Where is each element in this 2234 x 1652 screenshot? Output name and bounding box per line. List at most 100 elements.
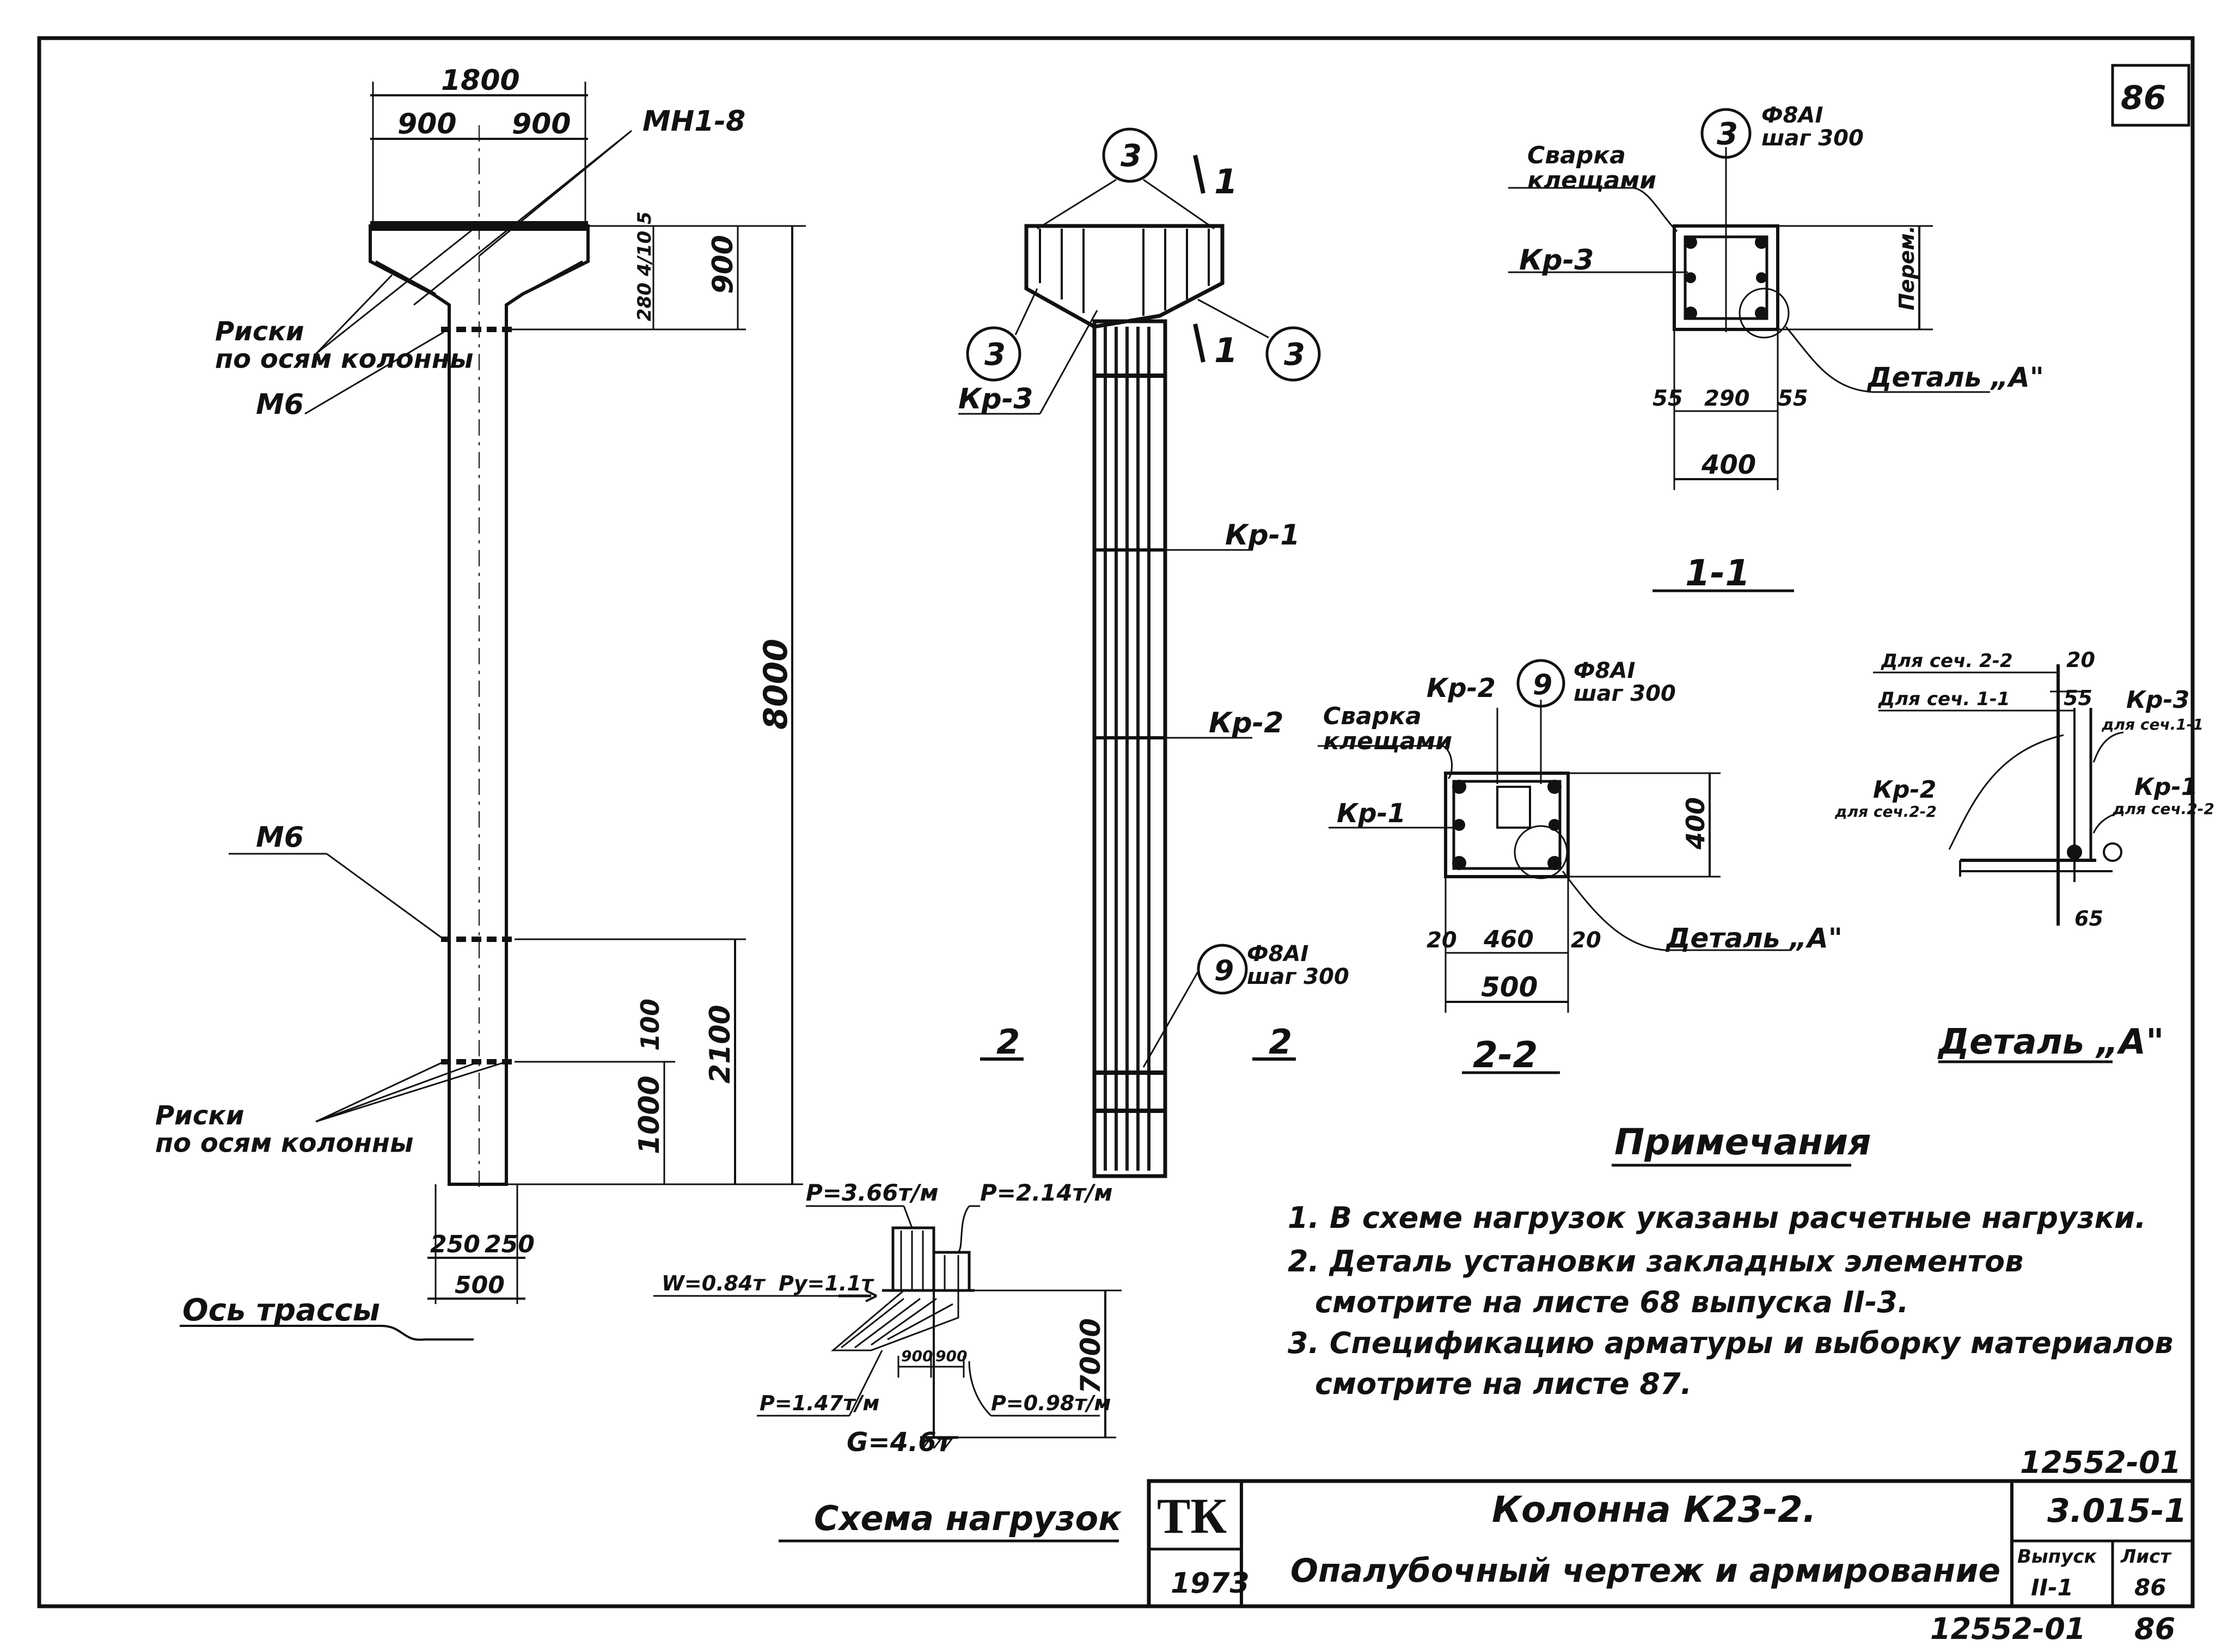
s11-callout-text: 3 [1717,117,1738,152]
dim-lower-c: 1000 [633,1075,666,1154]
s11-dim-mid: 290 [1704,386,1750,411]
s11-cage-label: Кр-3 [1519,244,1594,277]
detail-a-kp2-sub: для сеч.2-2 [1834,803,1937,821]
sheet-value: 86 [2134,1574,2166,1601]
s22-dim-total: 500 [1481,971,1538,1003]
load-scheme [653,1205,1122,1543]
title-line-2: Опалубочный чертеж и армирование [1290,1552,2000,1590]
rebar-callout-right: 3 [1265,326,1321,382]
cage-kp2-label: Кр-2 [1209,707,1284,739]
notes-line-2: 2. Деталь установки закладных элементов [1288,1244,2023,1278]
issue-value: II-1 [2031,1574,2073,1601]
s11-detail-ref: Деталь „А" [1866,362,2044,393]
s22-detail-ref: Деталь „А" [1665,922,1843,954]
detail-a-title: Деталь „А" [1937,1022,2164,1062]
detail-a-dim-mid: 55 [2064,686,2092,710]
text-line: Сварка [1527,142,1626,169]
dim-head-height: 900 [707,235,739,294]
section-mark-right: 2 [1269,1022,1292,1062]
notes-line-4: 3. Спецификацию арматуры и выборку матер… [1288,1326,2173,1360]
dim-base-width: 500 [455,1271,505,1299]
dim-lower-b: 2100 [704,1005,737,1084]
dim-base-left: 250 [430,1231,480,1258]
dim-lower-a: 100 [635,999,665,1051]
notes-heading: Примечания [1614,1121,1871,1163]
text-line: шаг 300 [1247,964,1349,989]
section-2-2 [1318,700,1791,1074]
s22-callout-text: 9 [1533,669,1552,701]
notes-line-3: смотрите на листе 68 выпуска II-3. [1315,1285,1908,1319]
rebar-callout-bottom-text: 9 [1214,955,1234,987]
section-mark-bottom: 1 [1214,331,1238,370]
text-line: клещами [1323,727,1452,755]
code-top: 12552-01 [2020,1445,2181,1480]
load-py: Py=1.1т [779,1271,874,1295]
track-axis-label: Ось трассы [182,1293,380,1328]
section-mark-top: 1 [1214,162,1238,201]
s22-title: 2-2 [1473,1034,1538,1076]
text-line: по осям колонны [155,1128,413,1158]
column-elevation [180,82,806,1341]
s22-dim-height: 400 [1681,797,1710,850]
load-p-left: P=3.66т/м [806,1179,939,1206]
m6-mid-label: М6 [256,821,304,854]
text-line: Ф8АI [1574,658,1635,683]
detail-a-kp3: Кр-3 [2126,686,2189,714]
detail-a-sec22: Для сеч. 2-2 [1881,650,2013,672]
rebar-callout-left-text: 3 [984,337,1006,372]
load-p-low-right: P=0.98т/м [991,1391,1111,1415]
sheet-label: Лист [2120,1546,2172,1568]
load-g: G=4.6т [847,1427,953,1458]
detail-a-kp1: Кр-1 [2134,773,2198,801]
s11-dim-left: 55 [1652,386,1683,411]
s11-title: 1-1 [1685,552,1750,594]
drawing-frame [37,36,2195,1608]
text-line: Ф8АI [1247,941,1308,966]
section-mark-left: 2 [996,1022,1020,1062]
s22-callout: 9 [1516,659,1565,708]
s11-dim-total: 400 [1701,450,1756,480]
s22-dim-right: 20 [1571,928,1601,953]
cage-kp1-label: Кр-1 [1225,519,1300,552]
archive-sheet-bottom: 86 [2134,1612,2175,1646]
rebar-callout-top: 3 [1102,127,1158,183]
rebar-callout-bottom: 9 [1197,944,1248,995]
text-line: Сварка [1323,702,1422,730]
notes-line-1: 1. В схеме нагрузок указаны расчетные на… [1288,1201,2146,1235]
load-dim-a: 900 [901,1347,933,1365]
text-line: Риски [215,316,304,347]
section-1-1 [1508,147,1990,592]
load-scheme-title: Схема нагрузок [814,1498,1122,1538]
text-line: шаг 300 [1761,126,1864,151]
detail-a-kp3-sub: для сеч.1-1 [2101,715,2204,733]
load-p-right: P=2.14т/м [980,1179,1113,1206]
load-dim-b: 900 [935,1347,967,1365]
corner-sheet-number: 86 [2121,79,2166,117]
s22-cage-kp1: Кр-1 [1337,798,1406,829]
cage-kp3-label: Кр-3 [958,383,1033,415]
text-line: Ф8АI [1761,103,1823,128]
s22-dim-mid: 460 [1483,926,1534,953]
notes-line-5: смотрите на листе 87. [1315,1367,1692,1401]
detail-a-kp2: Кр-2 [1873,776,1936,804]
s11-dim-right: 55 [1778,386,1808,411]
load-w: W=0.84т [662,1271,766,1295]
title-line-1: Колонна К23-2. [1492,1489,1816,1531]
rebar-callout-left: 3 [966,326,1021,382]
year-label: 1973 [1171,1567,1250,1600]
rebar-callout-top-text: 3 [1121,138,1142,174]
archive-number-bottom: 12552-01 [1930,1612,2085,1646]
load-height: 7000 [1075,1318,1106,1394]
detail-a-dim-bottom: 65 [2074,907,2103,931]
dim-half-left: 900 [397,108,457,140]
s22-cage-kp2: Кр-2 [1427,673,1496,703]
s11-height-label: Перем. [1895,225,1919,310]
m6-top-label: М6 [256,388,304,421]
